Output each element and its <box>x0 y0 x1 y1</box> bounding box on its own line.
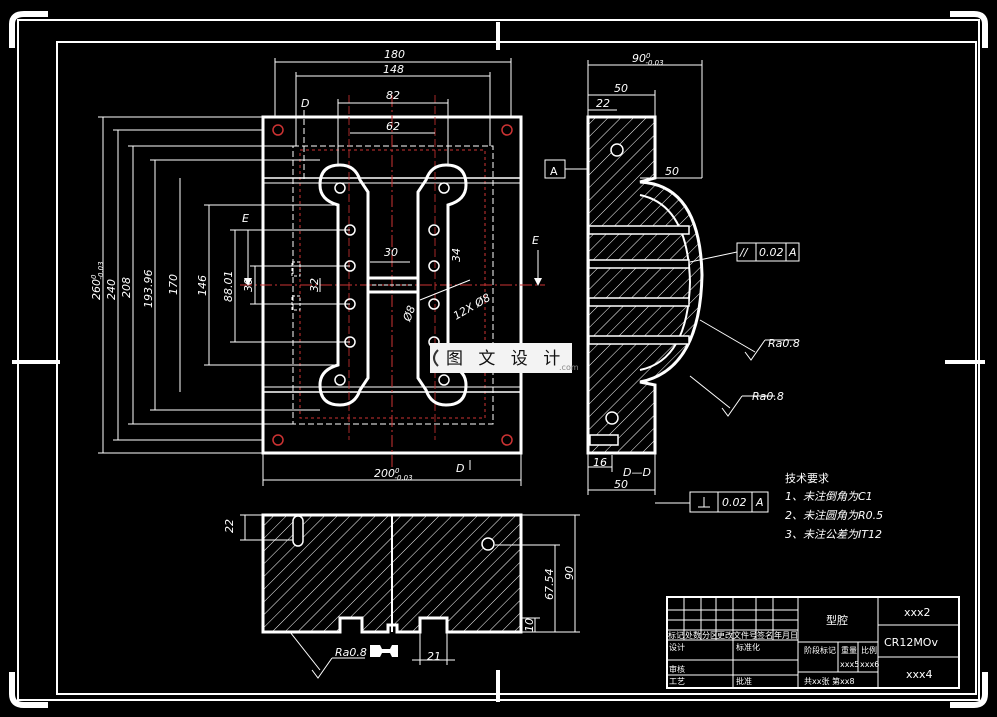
dim-22-side: 22 <box>596 97 610 110</box>
svg-text:重量: 重量 <box>841 645 857 655</box>
front-section: 22 67.54 90 10 21 Ra0.8 <box>223 513 580 679</box>
svg-text:年月日: 年月日 <box>774 630 798 640</box>
svg-text:A: A <box>755 496 764 509</box>
dim-21: 21 <box>427 650 441 663</box>
dim-90-front: 90 <box>563 566 576 580</box>
roughness-front: Ra0.8 <box>335 646 367 659</box>
dim-260: 2600-0.03 <box>90 261 105 300</box>
svg-text:xxx5: xxx5 <box>840 660 859 669</box>
dim-200: 2000-0.03 <box>374 467 413 482</box>
svg-text:审核: 审核 <box>669 664 685 674</box>
company: xxx4 <box>906 668 933 681</box>
svg-text:签名: 签名 <box>757 630 773 640</box>
dim-16: 16 <box>593 456 607 469</box>
dim-50-top: 50 <box>614 82 628 95</box>
svg-text:分区: 分区 <box>702 631 718 640</box>
parallel-tol-frame <box>736 242 800 262</box>
dim-88: 88.01 <box>222 271 235 303</box>
svg-text:工艺: 工艺 <box>669 677 685 686</box>
dim-50-mid: 50 <box>665 165 679 178</box>
corner-holes <box>272 124 513 446</box>
dim-32: 32 <box>308 278 321 292</box>
section-d-top: D <box>301 97 309 110</box>
dim-148: 148 <box>383 63 404 76</box>
watermark-text: 图 文 设 计 <box>446 349 565 369</box>
notes-title: 技术要求 <box>785 472 829 485</box>
dim-d8: Ø8 <box>400 304 418 324</box>
svg-text:xxx6: xxx6 <box>860 660 879 669</box>
cavity-right <box>416 163 468 407</box>
section-body <box>586 115 704 455</box>
watermark: 图 文 设 计 .com <box>430 343 579 373</box>
dim-50-bottom: 50 <box>614 478 628 491</box>
dim-10: 10 <box>523 618 536 632</box>
svg-text:批准: 批准 <box>736 676 752 686</box>
section-label: D—D <box>623 466 651 479</box>
svg-text:.com: .com <box>559 363 579 372</box>
section-e-right: E <box>532 234 539 247</box>
svg-text:阶段标记: 阶段标记 <box>804 645 836 655</box>
dim-30-center: 30 <box>384 246 398 259</box>
dim-holes: 12X Ø8 <box>451 291 493 323</box>
section-d-bottom: D <box>456 462 464 475</box>
svg-text:标记: 标记 <box>668 630 684 640</box>
svg-text:更改文件号: 更改文件号 <box>717 630 757 640</box>
sheet-border <box>9 11 988 708</box>
note-2: 2、未注圆角为R0.5 <box>785 509 883 522</box>
dim-34: 34 <box>450 248 463 262</box>
dim-90: 900-0.03 <box>632 52 664 67</box>
title-block: 标记 处数 分区 更改文件号 签名 年月日 设计 标准化 审核 工艺 批准 阶段… <box>666 596 960 689</box>
dim-22-front: 22 <box>223 519 236 533</box>
drawing-no: xxx2 <box>904 606 931 619</box>
side-section: 900-0.03 50 22 50 16 50 D—D A // 0.02 A … <box>544 52 800 513</box>
datum-a: A <box>550 165 558 178</box>
dim-208: 208 <box>120 277 133 298</box>
material: CR12MOv <box>884 636 938 649</box>
dim-240: 240 <box>105 279 118 300</box>
dim-82: 82 <box>386 89 400 102</box>
top-view: 180 148 82 62 D 2600-0.03 240 20 <box>90 48 545 486</box>
dim-62: 62 <box>386 120 400 133</box>
dim-170: 170 <box>167 274 180 295</box>
svg-text:标准化: 标准化 <box>736 642 760 652</box>
svg-text:处数: 处数 <box>685 630 701 640</box>
svg-text:比例: 比例 <box>861 645 877 655</box>
dim-67: 67.54 <box>543 569 556 601</box>
roughness-2: Ra0.8 <box>752 390 784 403</box>
dim-146: 146 <box>196 275 209 296</box>
svg-text:共xx张 第xx8: 共xx张 第xx8 <box>804 676 855 686</box>
part-name: 型腔 <box>826 613 848 627</box>
section-e-left: E <box>242 212 249 225</box>
note-1: 1、未注倒角为C1 <box>785 490 873 503</box>
svg-text:设计: 设计 <box>669 642 685 652</box>
svg-text:0.02: 0.02 <box>722 496 747 509</box>
svg-text:0.02: 0.02 <box>759 246 784 259</box>
dim-180: 180 <box>384 48 405 61</box>
svg-text://: // <box>739 246 749 259</box>
roughness-1: Ra0.8 <box>768 337 800 350</box>
cavity-left <box>318 163 370 407</box>
runner <box>366 276 420 294</box>
tech-notes: 技术要求 1、未注倒角为C1 2、未注圆角为R0.5 3、未注公差为IT12 <box>785 472 883 541</box>
dim-193: 193.96 <box>142 270 155 309</box>
svg-text:A: A <box>788 246 797 259</box>
note-3: 3、未注公差为IT12 <box>785 528 882 541</box>
